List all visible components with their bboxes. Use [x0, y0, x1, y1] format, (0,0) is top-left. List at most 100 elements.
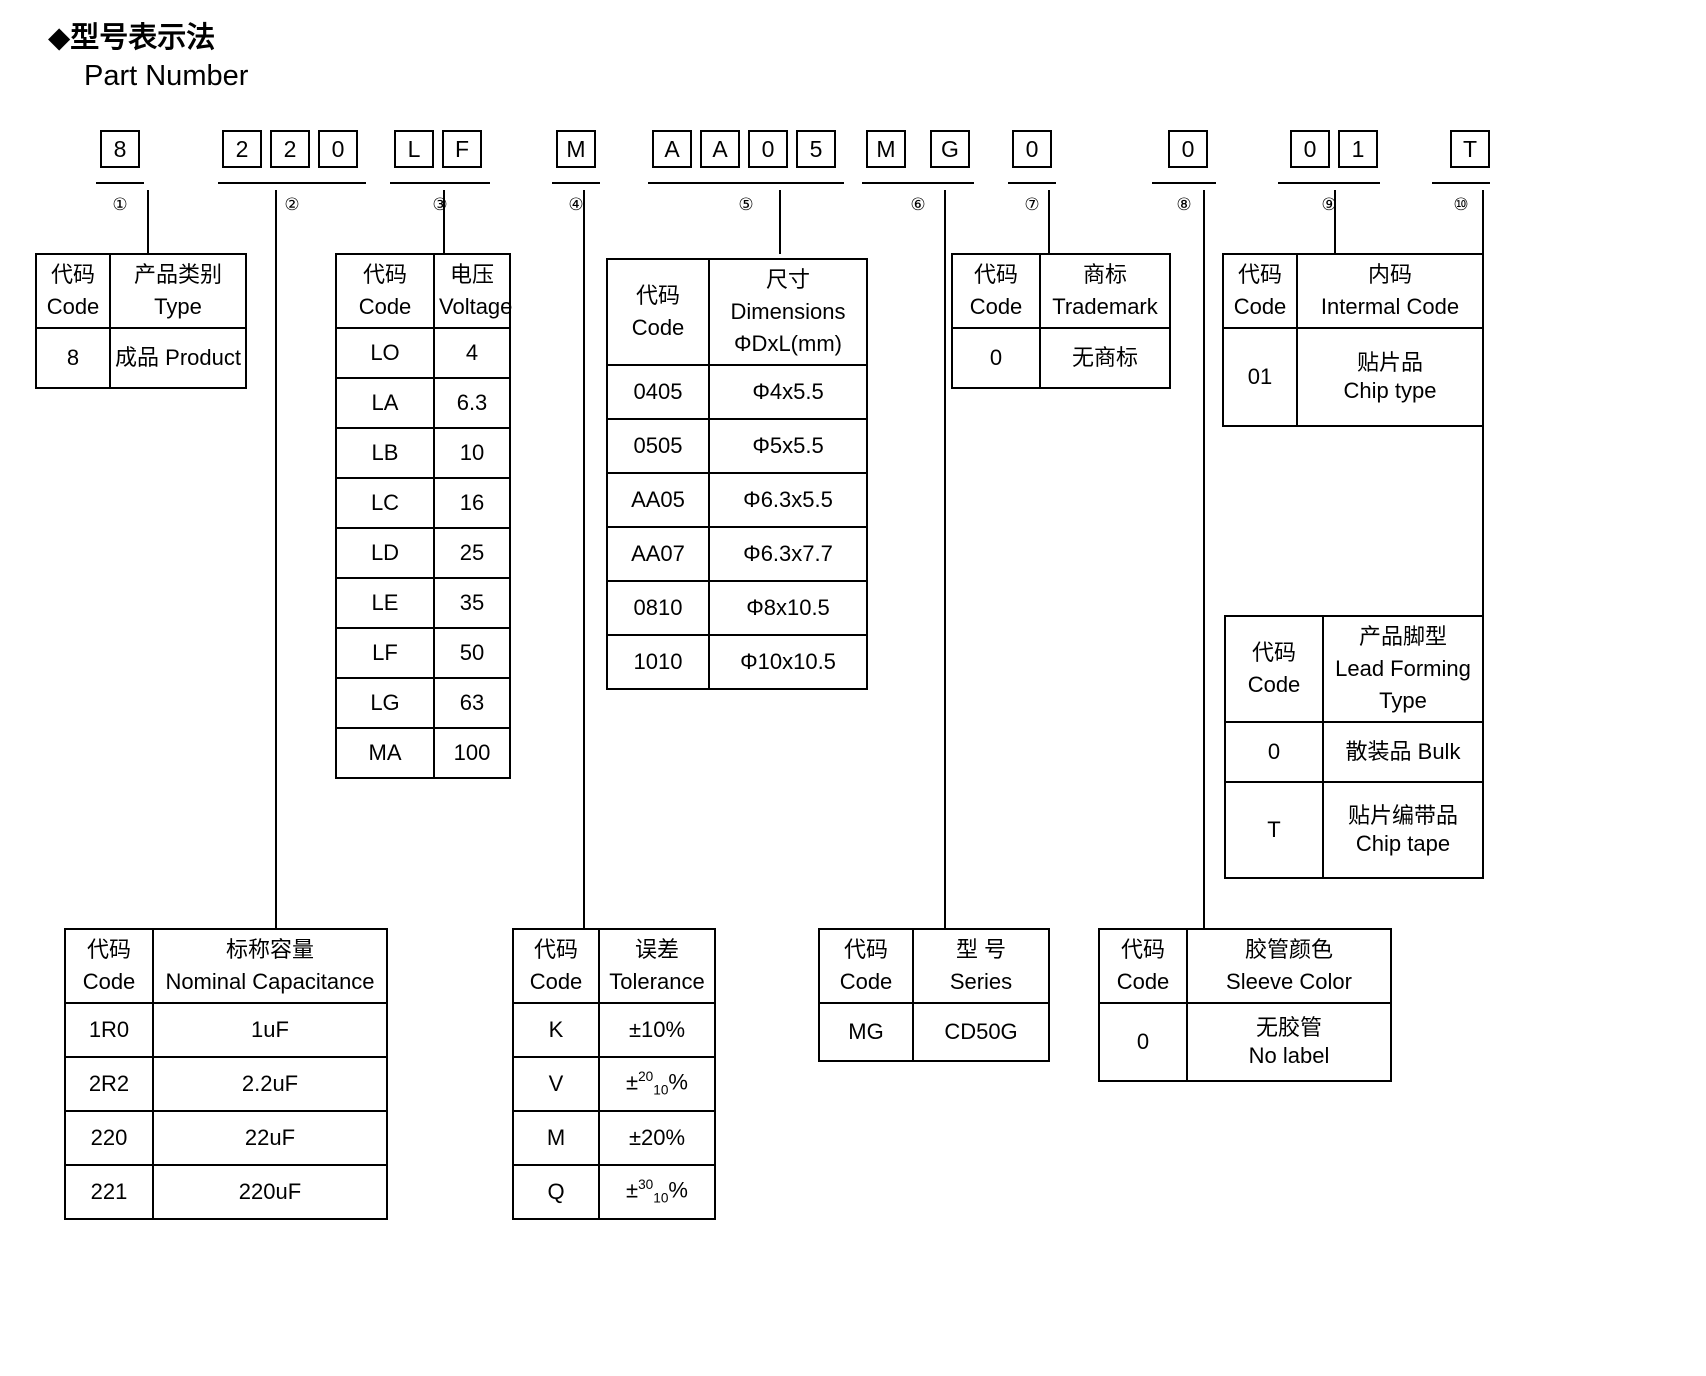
pn-char-9-1: 0 — [1290, 130, 1330, 168]
trademark-header-code-en: Code — [969, 293, 1023, 319]
trademark-header-value-en: Trademark — [1052, 293, 1158, 319]
voltage-row-0-code: LO — [335, 326, 435, 379]
trademark-row-0-value: 无商标 — [1039, 326, 1171, 389]
voltage-row-5-code: LE — [335, 576, 435, 629]
lead-row-1-value: 贴片编带品 Chip tape — [1322, 780, 1484, 879]
cap-header-value: 标称容量 Nominal Capacitance — [152, 928, 388, 1004]
pn-group-marker-10: ⑩ — [1453, 195, 1469, 214]
tol-row-2-code: M — [512, 1109, 600, 1166]
voltage-row-7-value: 63 — [433, 676, 511, 729]
pn-group-marker-8: ⑧ — [1176, 195, 1192, 214]
pn-stem-6 — [944, 190, 946, 932]
cap-row-2-code: 220 — [64, 1109, 154, 1166]
pn-char-5-3: 0 — [748, 130, 788, 168]
cap-row-0-code: 1R0 — [64, 1001, 154, 1058]
voltage-row-7-code: LG — [335, 676, 435, 729]
sleeve-row-0-value-cn: 无胶管 — [1255, 1014, 1322, 1040]
table-series: 代码 Code 型 号 Series MG CD50G — [818, 928, 1050, 1062]
tol-header-code-cn: 代码 — [533, 937, 578, 962]
voltage-header-code-cn: 代码 — [362, 262, 407, 287]
series-row-0-value: CD50G — [912, 1001, 1050, 1062]
table-row: 0 无商标 — [951, 326, 1171, 389]
lead-row-1-code: T — [1224, 780, 1324, 879]
pn-char-6-2: G — [930, 130, 970, 168]
internal-row-0-value: 贴片品 Chip type — [1296, 326, 1484, 427]
pn-group-marker-9: ⑨ — [1321, 195, 1337, 214]
dimensions-row-4-value: Φ8x10.5 — [708, 579, 868, 636]
pn-group-underline-1 — [96, 182, 144, 184]
table-row: 代码 Code 内码 Intermal Code — [1222, 253, 1484, 329]
voltage-header-value: 电压 Voltage — [433, 253, 513, 329]
voltage-header-value-cn: 电压 — [449, 262, 494, 287]
tol-row-1-sup: 20 — [638, 1069, 654, 1085]
table-row: 01 贴片品 Chip type — [1222, 326, 1484, 427]
lead-row-1-value-en: Chip tape — [1355, 830, 1451, 856]
pn-char-2-1: 2 — [222, 130, 262, 168]
series-row-0-code: MG — [818, 1001, 914, 1062]
voltage-row-5-value: 35 — [433, 576, 511, 629]
lead-header-value-en: Lead Forming — [1335, 655, 1471, 681]
pn-char-6-1: M — [866, 130, 906, 168]
tol-header-code: 代码 Code — [512, 928, 600, 1004]
pn-group-underline-3 — [390, 182, 490, 184]
sleeve-header-code-en: Code — [1116, 968, 1170, 994]
voltage-row-2-value: 10 — [433, 426, 511, 479]
table-row: 8 成品 Product — [35, 326, 247, 389]
pn-char-2-2: 2 — [270, 130, 310, 168]
pn-group-underline-4 — [552, 182, 600, 184]
pn-stem-4 — [583, 190, 585, 932]
tol-header-code-en: Code — [529, 968, 583, 994]
cap-row-1-code: 2R2 — [64, 1055, 154, 1112]
tol-row-0-base: ±10% — [628, 1016, 686, 1042]
tol-row-3-sub: 10 — [653, 1190, 669, 1206]
pn-stem-5 — [779, 190, 781, 254]
series-header-value-en: Series — [949, 968, 1013, 994]
cap-header-code: 代码 Code — [64, 928, 154, 1004]
tol-row-1-value: ±2010% — [598, 1055, 716, 1112]
trademark-header-value-cn: 商标 — [1082, 262, 1127, 287]
lead-header-value-en2: Type — [1379, 687, 1427, 713]
table-row: 代码 Code 型 号 Series — [818, 928, 1050, 1004]
pn-group-underline-2 — [218, 182, 366, 184]
table-row: 代码 Code 误差 Tolerance — [512, 928, 716, 1004]
pn-group-underline-8 — [1152, 182, 1216, 184]
voltage-header-value-en: Voltage — [439, 293, 513, 319]
voltage-header-code-en: Code — [358, 293, 412, 319]
pn-group-underline-6 — [862, 182, 974, 184]
tol-row-1-code: V — [512, 1055, 600, 1112]
pn-group-underline-10 — [1432, 182, 1490, 184]
table-row: 代码 Code 电压 Voltage — [335, 253, 513, 329]
pn-stem-9 — [1334, 190, 1336, 254]
table-row: 0 散装品 Bulk — [1224, 720, 1484, 783]
sleeve-header-code: 代码 Code — [1098, 928, 1188, 1004]
table-row: MG CD50G — [818, 1001, 1050, 1062]
pn-group-underline-9 — [1278, 182, 1380, 184]
series-header-value: 型 号 Series — [912, 928, 1050, 1004]
internal-header-code-en: Code — [1233, 293, 1287, 319]
type-header-value: 产品类别 Type — [109, 253, 247, 329]
dimensions-row-0-code: 0405 — [606, 363, 710, 420]
type-header-value-cn: 产品类别 — [133, 262, 222, 287]
lead-header-code-cn: 代码 — [1251, 639, 1296, 665]
pn-char-5-1: A — [652, 130, 692, 168]
voltage-row-4-code: LD — [335, 526, 435, 579]
table-internal-code: 代码 Code 内码 Intermal Code 01 贴片品 Chip typ… — [1222, 253, 1484, 427]
lead-row-1-value-cn: 贴片编带品 — [1347, 802, 1458, 828]
voltage-header-code: 代码 Code — [335, 253, 435, 329]
cap-row-3-value: 220uF — [152, 1163, 388, 1220]
cap-header-value-en: Nominal Capacitance — [165, 968, 375, 994]
pn-char-2-3: 0 — [318, 130, 358, 168]
lead-header-value: 产品脚型 Lead Forming Type — [1322, 615, 1484, 723]
tol-row-3-code: Q — [512, 1163, 600, 1220]
pn-group-marker-7: ⑦ — [1024, 195, 1040, 214]
cap-row-2-value: 22uF — [152, 1109, 388, 1166]
voltage-row-3-value: 16 — [433, 476, 511, 529]
